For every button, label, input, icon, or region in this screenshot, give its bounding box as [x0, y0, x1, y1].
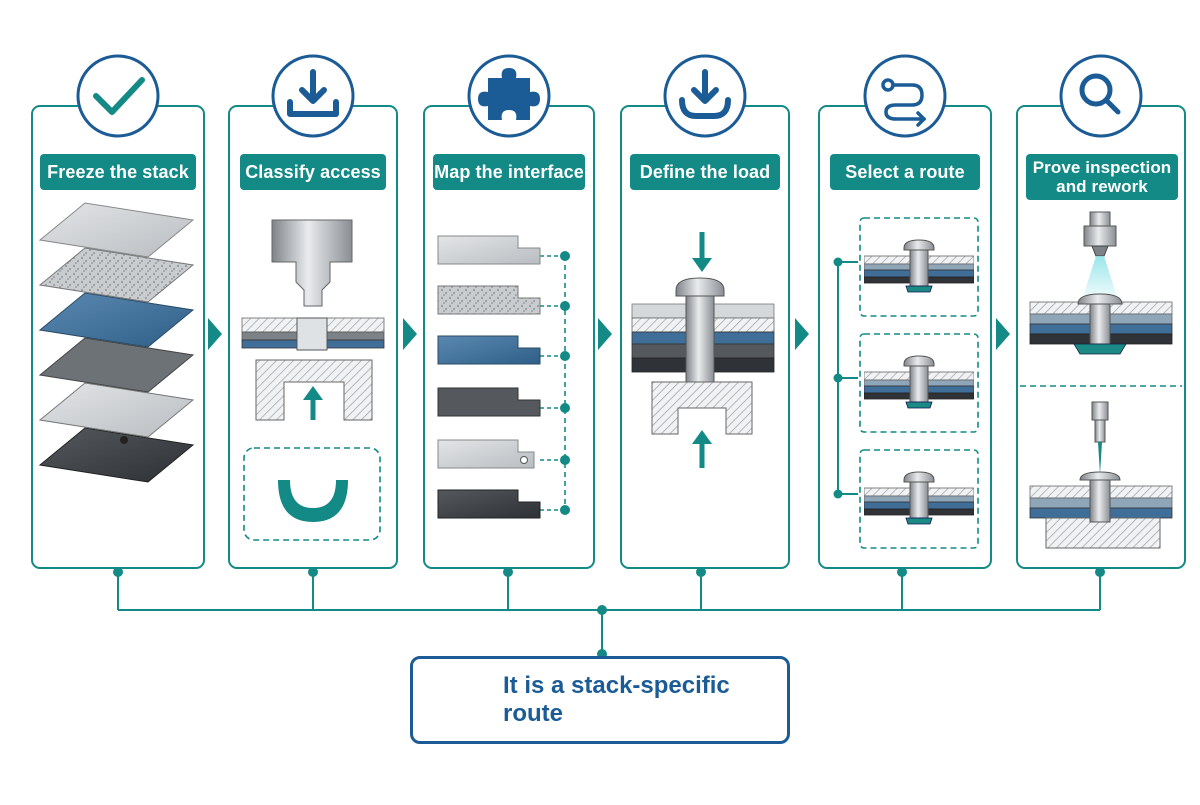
material-stack-illustration [38, 202, 195, 483]
step-title-line-1: Prove inspection [1032, 158, 1172, 177]
flow-arrows [208, 318, 1010, 350]
step-title-select-a-route: Select a route [830, 154, 980, 190]
step-title-define-the-load: Define the load [630, 154, 780, 190]
flow-arrow-1 [208, 318, 222, 350]
route-path-icon [881, 78, 927, 127]
conclusion-text: It is a stack-specific route [503, 672, 730, 727]
flow-arrow-4 [795, 318, 809, 350]
download-tray-icon [287, 69, 339, 117]
access-illustration [241, 219, 385, 541]
flow-arrow-2 [403, 318, 417, 350]
puzzle-piece-icon [478, 68, 540, 120]
step-title-freeze-the-stack: Freeze the stack [40, 154, 196, 190]
flow-arrow-3 [598, 318, 612, 350]
connector-nodes [113, 567, 1105, 659]
checkmark-icon [93, 77, 145, 115]
load-illustration [631, 232, 775, 468]
step-title-line-2: and rework [1056, 177, 1148, 196]
step-title-prove-inspection-and-rework: Prove inspection and rework [1026, 154, 1178, 200]
step-title-map-the-interface: Map the interface [433, 154, 585, 190]
interface-map-illustration [437, 235, 570, 519]
magnifier-icon [1079, 73, 1121, 115]
connector-network [117, 572, 1101, 654]
flow-arrow-5 [996, 318, 1010, 350]
step-title-classify-access: Classify access [240, 154, 386, 190]
route-options-illustration [833, 217, 979, 549]
download-tray-icon [679, 69, 731, 119]
conclusion-box: It is a stack-specific route [410, 656, 790, 744]
inspection-illustration [1020, 211, 1182, 549]
